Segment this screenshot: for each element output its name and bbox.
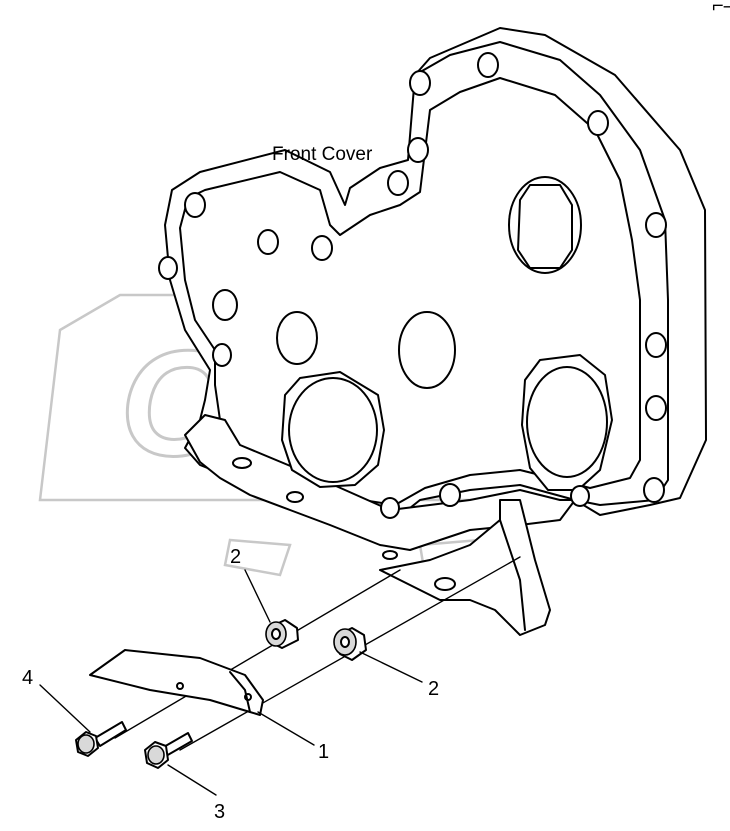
callout-2-upper: 2: [230, 546, 241, 568]
bolt-upper: [75, 721, 127, 757]
bracket-plate: [89, 649, 264, 716]
spacer-upper: [265, 619, 299, 649]
leader-lines: [39, 569, 423, 796]
centerline-upper: [114, 569, 401, 739]
cover-mount-bracket: [379, 499, 551, 636]
cover-bolts: [158, 52, 667, 519]
front-cover: [158, 27, 707, 560]
front-cover-label: Front Cover: [272, 144, 373, 165]
callout-1: 1: [318, 741, 329, 763]
callout-4: 4: [22, 667, 33, 689]
bolt-lower: [144, 732, 193, 769]
corner-mark: ⌐—: [712, 0, 730, 17]
spacer-lower: [333, 627, 367, 661]
callout-2-lower: 2: [428, 678, 439, 700]
callout-3: 3: [214, 801, 225, 823]
